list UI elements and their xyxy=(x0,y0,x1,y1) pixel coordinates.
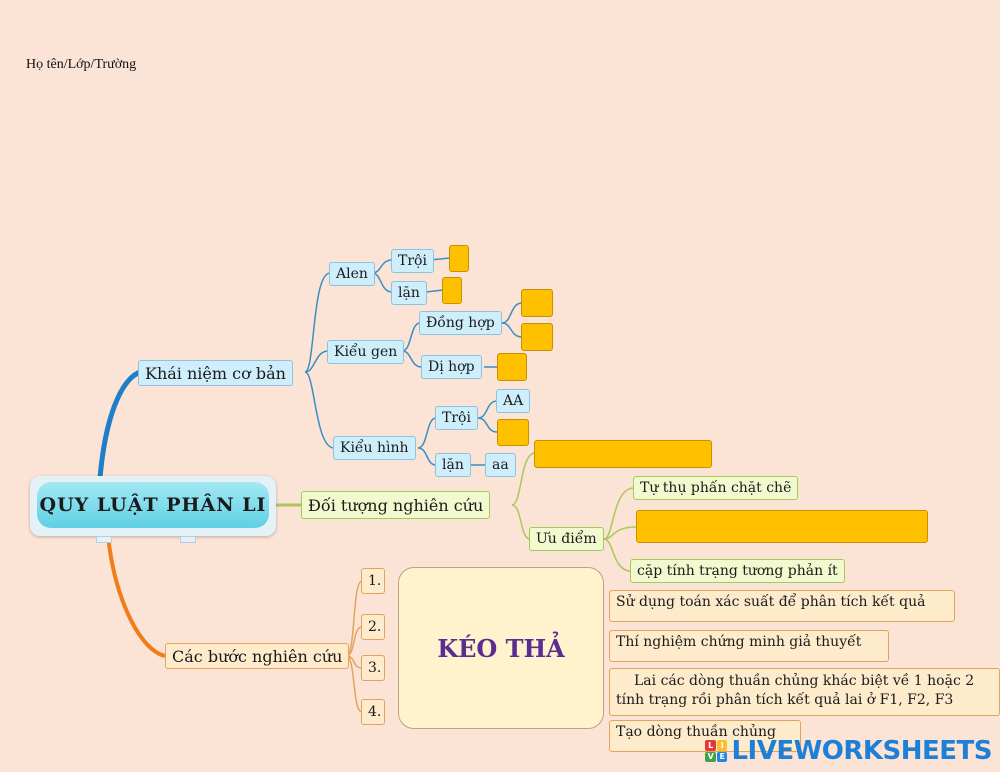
answer-slot-alen-troi[interactable] xyxy=(449,245,469,272)
lan-value-node: aa xyxy=(485,453,516,477)
student-info-label: Họ tên/Lớp/Trường xyxy=(26,57,137,72)
answer-slot-kieu-hinh-troi[interactable] xyxy=(497,419,529,446)
answer-slot-dong-hop-2[interactable] xyxy=(521,323,553,351)
draggable-answer-3[interactable]: Lai các dòng thuần chủng khác biệt về 1 … xyxy=(609,668,1000,716)
central-topic: QUY LUẬT PHÂN LI xyxy=(30,476,276,536)
alen-node: Alen xyxy=(329,262,375,286)
step-item-1: 1. xyxy=(361,568,385,594)
steps-node: Các bước nghiên cứu xyxy=(165,643,350,669)
object-node: Đối tượng nghiên cứu xyxy=(301,491,491,519)
di-hop-node: Dị hợp xyxy=(421,355,482,379)
answer-slot-uu-diem[interactable] xyxy=(636,510,928,543)
draggable-answer-4[interactable]: Tạo dòng thuần chủng xyxy=(609,720,801,752)
answer-slot-object[interactable] xyxy=(534,440,712,468)
step-item-3: 3. xyxy=(361,655,385,681)
drag-drop-area[interactable]: KÉO THẢ xyxy=(398,567,604,729)
answer-slot-dong-hop-1[interactable] xyxy=(521,289,553,317)
branch-line-steps xyxy=(106,535,166,658)
answer-slot-alen-lan[interactable] xyxy=(442,277,462,304)
step-item-2: 2. xyxy=(361,614,385,640)
kieu-gen-node: Kiểu gen xyxy=(327,340,405,364)
draggable-answer-1[interactable]: Sử dụng toán xác suất để phân tích kết q… xyxy=(609,590,955,622)
alen-lan-node: lặn xyxy=(391,281,427,305)
draggable-answer-3-line-2: tính trạng rồi phân tích kết quả lai ở F… xyxy=(616,692,954,708)
liveworksheets-logo: L I V E LIVEWORKSHEETS xyxy=(705,736,992,766)
concepts-node: Khái niệm cơ bản xyxy=(138,360,293,386)
uu-diem-node: Ưu điểm xyxy=(529,527,604,551)
alen-troi-node: Trội xyxy=(391,249,434,273)
liveworksheets-wordmark: LIVEWORKSHEETS xyxy=(731,736,992,766)
liveworksheets-icon: L I V E xyxy=(705,740,728,762)
answer-slot-di-hop[interactable] xyxy=(497,353,527,381)
draggable-answer-3-line-1: Lai các dòng thuần chủng khác biệt về 1 … xyxy=(634,673,975,689)
kieu-hinh-node: Kiểu hình xyxy=(333,436,416,460)
central-stand-right xyxy=(180,536,196,543)
branch-line-concepts xyxy=(97,369,142,479)
uu-diem-item-1: Tự thụ phấn chặt chẽ xyxy=(633,476,799,500)
kieu-hinh-lan-node: lặn xyxy=(435,453,471,477)
kieu-hinh-troi-node: Trội xyxy=(435,406,478,430)
uu-diem-item-3: cặp tính trạng tương phản ít xyxy=(630,559,845,583)
step-item-4: 4. xyxy=(361,699,385,725)
draggable-answer-2[interactable]: Thí nghiệm chứng minh giả thuyết xyxy=(609,630,889,662)
dong-hop-node: Đồng hợp xyxy=(419,311,502,335)
central-stand-left xyxy=(96,536,112,543)
troi-value-node: AA xyxy=(496,389,531,413)
central-topic-title: QUY LUẬT PHÂN LI xyxy=(37,482,269,528)
